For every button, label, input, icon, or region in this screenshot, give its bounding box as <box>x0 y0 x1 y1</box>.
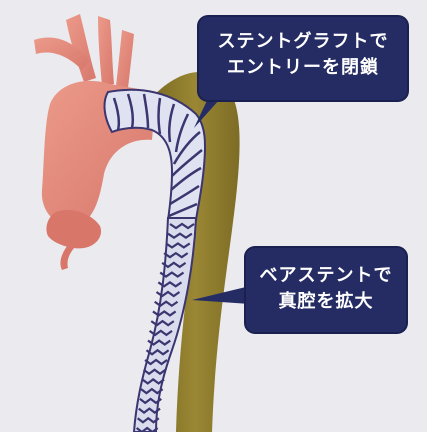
bare-stent-callout-line2: 真腔を拡大 <box>246 289 406 315</box>
arch-branches <box>34 14 134 88</box>
bare-stent-callout: ベアステントで 真腔を拡大 <box>246 248 406 332</box>
bare-stent-callout-line1: ベアステントで <box>246 263 406 289</box>
stent-graft-callout-line2: エントリーを閉鎖 <box>199 55 407 81</box>
stent-graft-callout: ステントグラフトで エントリーを閉鎖 <box>199 17 407 100</box>
coronary-branch <box>60 242 76 270</box>
aortic-root <box>46 210 101 248</box>
stent-graft <box>105 90 206 220</box>
stent-graft-callout-line1: ステントグラフトで <box>199 29 407 55</box>
